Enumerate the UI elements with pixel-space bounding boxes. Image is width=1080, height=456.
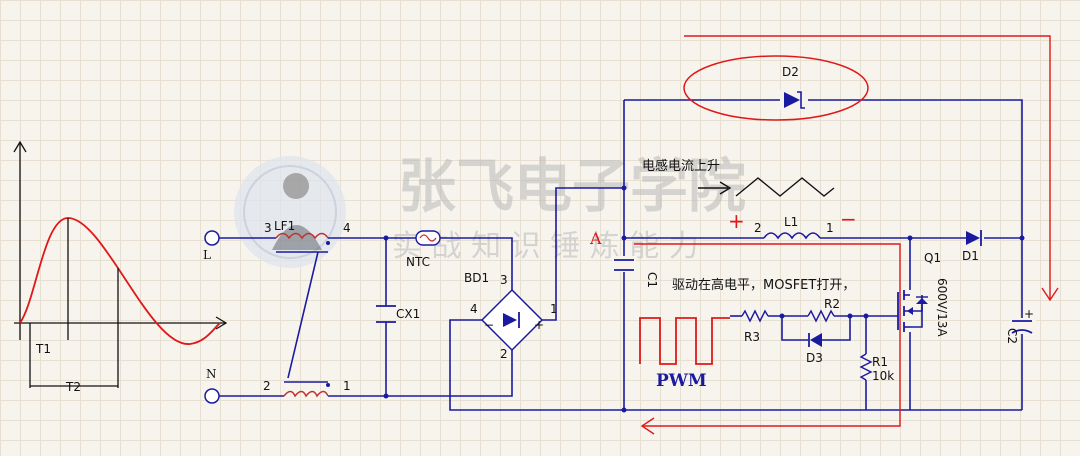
gate-drive: R3 R2 D3 R1 10k [730,297,898,410]
q1-mosfet: Q1 600V/13A [897,235,949,410]
d3-diode [810,333,822,347]
pwm-waveform [639,317,730,365]
t1-label: T1 [35,342,51,356]
svg-text:2: 2 [754,221,762,235]
c2-label: C2 [1005,328,1019,344]
svg-text:4: 4 [343,221,351,235]
d2-diode: D2 [683,55,869,121]
l1-plus: + [728,209,745,233]
input-wiring: L N [203,230,513,404]
lf1-coil-top [275,232,329,240]
svg-text:3: 3 [500,273,508,287]
svg-text:1: 1 [550,302,558,316]
q1-rating: 600V/13A [935,278,949,337]
terminal-n-label: N [206,367,217,381]
svg-text:2: 2 [263,379,271,393]
current-flow-paths [634,35,1059,435]
l1-label: L1 [784,215,798,229]
watermark: 张飞电子学院 实 战 知 识 锤 炼 能 力 [234,152,746,268]
c1-capacitor: C1 [612,256,659,288]
d1-diode: D1 [962,230,982,263]
svg-text:+: + [1024,307,1034,321]
q1-label: Q1 [924,251,941,265]
svg-text:2: 2 [500,347,508,361]
inductor-current-label: 电感电流上升 [642,158,720,174]
l1-inductor: L1 2 1 + − [728,207,857,240]
terminal-n [204,388,220,404]
r1-label: R1 [872,355,888,369]
svg-text:1: 1 [826,221,834,235]
svg-text:+: + [534,318,544,332]
r3-label: R3 [744,330,760,344]
watermark-title: 张飞电子学院 [398,152,746,220]
svg-text:3: 3 [264,221,272,235]
terminal-l-label: L [203,248,211,262]
r1-value: 10k [872,369,894,383]
r3-resistor [741,309,769,323]
cx1-label: CX1 [396,307,420,321]
svg-text:−: − [484,318,494,332]
r2-resistor [807,309,835,323]
ntc-label: NTC [406,255,430,269]
d1-label: D1 [962,249,979,263]
r2-label: R2 [824,297,840,311]
bd1-bridge: BD1 1 2 3 4 − + [449,271,1022,411]
waveform-x-arrow [215,316,228,330]
watermark-subtitle: 实 战 知 识 锤 炼 能 力 [392,229,699,264]
watermark-logo-ring [243,165,337,259]
svg-text:4: 4 [470,302,478,316]
l1-minus: − [840,207,857,231]
svg-text:1: 1 [343,379,351,393]
waveform-curve [19,217,221,345]
sawtooth-trace [735,177,835,197]
waveform-plot: T1 T2 [13,140,228,394]
watermark-portrait [283,173,309,199]
pwm-signal: PWM [639,317,730,391]
cx1-capacitor: CX1 [376,305,420,323]
terminal-l [204,230,220,246]
drive-high-label: 驱动在高电平，MOSFET打开， [672,277,855,293]
d2-label: D2 [782,65,799,79]
d2-highlight [683,55,869,121]
node-a-label: A [589,229,602,248]
c1-label: C1 [645,272,659,288]
pwm-label: PWM [656,371,707,391]
lf1-choke: LF1 3 4 2 1 [263,219,351,398]
waveform-y-arrow [13,140,27,153]
c2-capacitor: + C2 [1005,307,1036,344]
t2-label: T2 [65,380,81,394]
lf1-label: LF1 [274,219,295,233]
d3-label: D3 [806,351,823,365]
dc-bus: A [555,99,1025,413]
watermark-logo [234,156,346,268]
inductor-current-note: 电感电流上升 [642,158,835,197]
lf1-coil-bottom [283,390,329,398]
r1-resistor [859,353,873,381]
ntc-thermistor: NTC [406,230,441,269]
bd1-label: BD1 [464,271,489,285]
